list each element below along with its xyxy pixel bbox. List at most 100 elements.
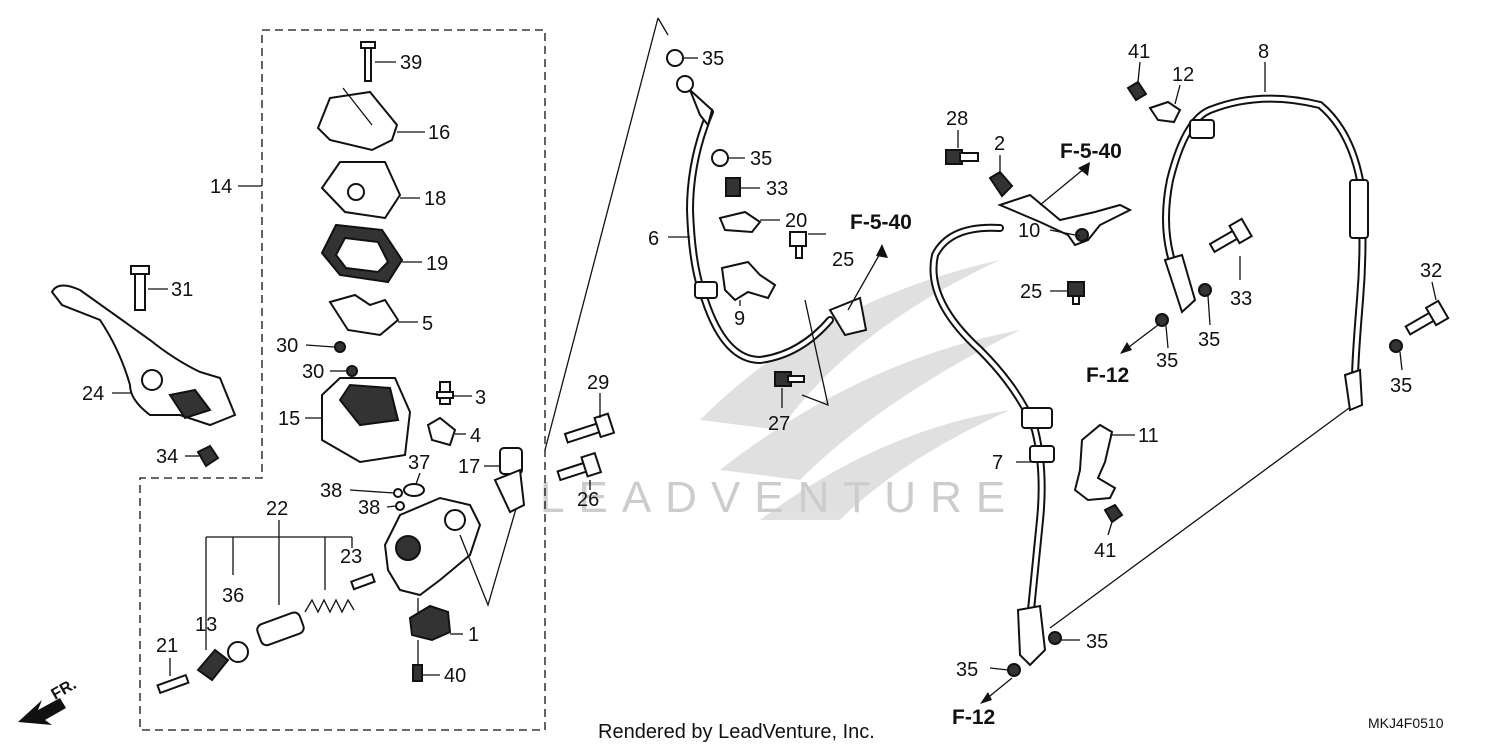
callout-35-bottom-right: 35 — [1086, 631, 1108, 653]
callout-20: 20 — [785, 210, 807, 232]
callout-12: 12 — [1172, 64, 1194, 86]
o-ring-37 — [403, 483, 425, 497]
watermark-wing — [700, 260, 1020, 520]
callout-19: 19 — [426, 253, 448, 275]
assembly-boundary — [139, 29, 546, 731]
brake-hose-7 — [929, 223, 1055, 667]
bolt-25-right — [1067, 281, 1085, 305]
callout-33-left: 33 — [766, 178, 788, 200]
callout-41-lower: 41 — [1094, 540, 1116, 562]
callout-35-right-b: 35 — [1156, 350, 1178, 372]
diagram-code: MKJ4F0510 — [1368, 715, 1444, 731]
callout-3: 3 — [475, 387, 486, 409]
callout-35-far-right: 35 — [1390, 375, 1412, 397]
bracket-9 — [720, 260, 777, 302]
callout-31: 31 — [171, 279, 193, 301]
ref-f-12-right: F-12 — [1086, 364, 1129, 387]
bolt-26 — [556, 451, 603, 482]
bolt-25-left — [789, 231, 807, 259]
callout-17: 17 — [458, 456, 480, 478]
callout-28: 28 — [946, 108, 968, 130]
ref-f-5-40-left: F-5-40 — [850, 211, 912, 234]
bolt-33-right — [1208, 217, 1254, 254]
callout-23: 23 — [340, 546, 362, 568]
brake-hose-8 — [1162, 94, 1369, 412]
washer-35-right-a — [1198, 283, 1212, 297]
bracket-10 — [997, 193, 1133, 247]
screw-39 — [360, 41, 376, 82]
callout-18: 18 — [424, 188, 446, 210]
rod-21 — [156, 673, 190, 695]
bleeder-cap-4 — [426, 416, 457, 447]
nut-41-top — [1126, 80, 1148, 102]
ref-f-12-bottom: F-12 — [952, 706, 995, 729]
callout-36: 36 — [222, 585, 244, 607]
callout-37: 37 — [408, 452, 430, 474]
callout-39: 39 — [400, 52, 422, 74]
footer-credit: Rendered by LeadVenture, Inc. — [598, 721, 875, 743]
callout-30a: 30 — [276, 335, 298, 357]
callout-1: 1 — [468, 624, 479, 646]
washer-35-bottom-right — [1048, 631, 1062, 645]
callout-33-right: 33 — [1230, 288, 1252, 310]
callout-8: 8 — [1258, 41, 1269, 63]
callout-35-bottom-left: 35 — [956, 659, 978, 681]
brake-switch-1 — [408, 604, 452, 642]
callout-5: 5 — [422, 313, 433, 335]
callout-41-top: 41 — [1128, 41, 1150, 63]
hose-fitting-17 — [493, 447, 526, 514]
clamp-2 — [988, 170, 1014, 198]
screw-30a — [334, 341, 346, 353]
screw-40 — [412, 664, 423, 682]
brake-lever — [50, 284, 237, 427]
washer-35-top — [666, 49, 684, 67]
callout-38b: 38 — [358, 497, 380, 519]
float-plate — [328, 293, 400, 337]
washer-35-bottom-left — [1007, 663, 1021, 677]
callout-25-left: 25 — [832, 249, 854, 271]
callout-7: 7 — [992, 452, 1003, 474]
bolt-33-left — [725, 177, 741, 197]
bolt-32 — [1404, 299, 1450, 336]
callout-22: 22 — [266, 498, 288, 520]
callout-13: 13 — [195, 614, 217, 636]
callout-21: 21 — [156, 635, 178, 657]
callout-27: 27 — [768, 413, 790, 435]
washer-35-right-b — [1155, 313, 1169, 327]
pivot-bolt-31 — [130, 265, 150, 311]
bolt-27 — [774, 371, 805, 387]
washer-35-mid — [711, 149, 729, 167]
reservoir-cap — [316, 90, 399, 152]
callout-35-mid: 35 — [750, 148, 772, 170]
callout-15: 15 — [278, 408, 300, 430]
piston-36 — [227, 611, 305, 663]
callout-25-right: 25 — [1020, 281, 1042, 303]
callout-16: 16 — [428, 122, 450, 144]
nut-34 — [196, 444, 220, 468]
bleeder-3 — [436, 381, 454, 405]
callout-29: 29 — [587, 372, 609, 394]
nut-41-lower — [1103, 503, 1124, 524]
callout-4: 4 — [470, 425, 481, 447]
boot-13 — [196, 648, 230, 682]
ref-f-5-40-right: F-5-40 — [1060, 140, 1122, 163]
clamp-12 — [1148, 100, 1182, 124]
brake-hose-6 — [676, 75, 868, 365]
front-direction-arrow — [18, 698, 66, 725]
callout-26: 26 — [577, 489, 599, 511]
callout-2: 2 — [994, 133, 1005, 155]
callout-14: 14 — [210, 176, 232, 198]
watermark-text: LEADVENTURE — [540, 473, 1019, 522]
callout-35-right-a: 35 — [1198, 329, 1220, 351]
washer-35-far-right — [1389, 339, 1403, 353]
callout-24: 24 — [82, 383, 104, 405]
bolt-29 — [563, 412, 616, 444]
callout-40: 40 — [444, 665, 466, 687]
callout-10: 10 — [1018, 220, 1040, 242]
direction-label: FR. — [49, 676, 80, 704]
bolt-23 — [349, 572, 376, 591]
callout-38a: 38 — [320, 480, 342, 502]
bolt-28 — [945, 149, 979, 165]
clamp-20 — [718, 210, 762, 234]
callout-35-top: 35 — [702, 48, 724, 70]
